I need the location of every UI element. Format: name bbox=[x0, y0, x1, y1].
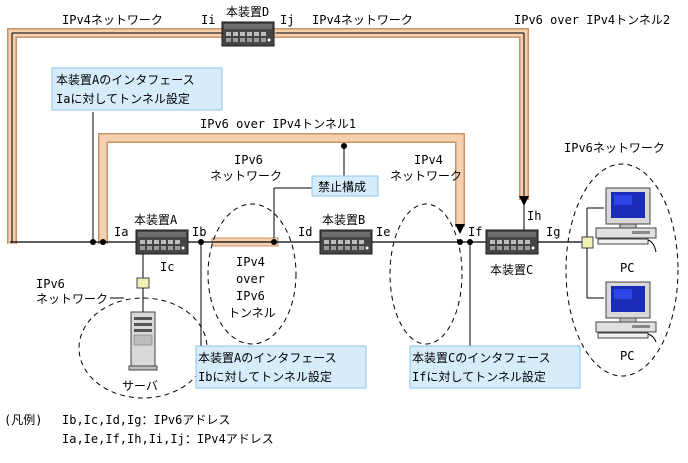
server-icon bbox=[128, 311, 158, 371]
note-if bbox=[409, 345, 581, 389]
note-ib-line2: Ibに対してトンネル設定 bbox=[198, 369, 332, 384]
forbidden-label: 禁止構成 bbox=[318, 180, 366, 194]
device-B-label: 本装置B bbox=[322, 213, 365, 227]
ipv6-network-left-label-1: IPv6 bbox=[36, 277, 65, 291]
tunnel-1-label: IPv6 over IPv4トンネル1 bbox=[200, 117, 356, 131]
iface-If: If bbox=[468, 225, 482, 239]
iface-Ie: Ie bbox=[376, 225, 390, 239]
tunnel-2-label: IPv6 over IPv4トンネル2 bbox=[514, 13, 670, 27]
device-A-label: 本装置A bbox=[134, 213, 178, 227]
ipv4-network-mid-label-1: IPv4 bbox=[414, 153, 443, 167]
ipv4-network-mid bbox=[389, 203, 463, 345]
iface-Ig: Ig bbox=[546, 225, 560, 239]
legend-line2: Ia,Ie,If,Ih,Ii,Ij：IPv4アドレス bbox=[62, 432, 274, 446]
pc-1-label: PC bbox=[620, 261, 634, 275]
note-ib bbox=[195, 345, 367, 389]
tunnel-1 bbox=[99, 134, 464, 244]
tunnel-1-outline bbox=[98, 133, 465, 244]
ipv4-network-left-label: IPv4ネットワーク bbox=[62, 13, 163, 27]
forbidden-box bbox=[311, 175, 379, 197]
inner-tunnel-label-4: トンネル bbox=[228, 306, 276, 320]
note-ia-line2: Iaに対してトンネル設定 bbox=[56, 91, 190, 106]
ipv4-network-right-label: IPv4ネットワーク bbox=[312, 13, 413, 27]
ipv6-network-mid-label-2: ネットワーク bbox=[210, 169, 282, 183]
ipv6-network-left-label-2: ネットワーク bbox=[36, 292, 108, 306]
ipv6-network-mid-label-1: IPv6 bbox=[234, 153, 263, 167]
iface-Ic: Ic bbox=[160, 260, 174, 274]
legend-title: (凡例) bbox=[4, 413, 42, 427]
ipv6-network-right bbox=[565, 163, 679, 377]
server-label: サーバ bbox=[122, 379, 158, 393]
device-A bbox=[135, 229, 189, 255]
tunnel-1-arrow bbox=[455, 224, 465, 234]
device-B bbox=[319, 229, 373, 255]
iface-Ib: Ib bbox=[192, 225, 206, 239]
iface-Ih: Ih bbox=[527, 209, 541, 223]
device-C-label: 本装置C bbox=[490, 263, 533, 277]
note-ia-line1: 本装置Aのインタフェース bbox=[56, 73, 195, 87]
ipv6-hub-right bbox=[581, 236, 594, 249]
device-D-label: 本装置D bbox=[226, 5, 269, 19]
pc-2-label: PC bbox=[620, 349, 634, 363]
ipv6-network-mid bbox=[207, 203, 297, 345]
inner-tunnel-label-1: IPv4 bbox=[236, 255, 265, 269]
note-ib-line1: 本装置Aのインタフェース bbox=[198, 351, 337, 365]
device-C bbox=[485, 229, 539, 255]
legend-line1: Ib,Ic,Id,Ig：IPv6アドレス bbox=[62, 413, 230, 427]
ipv6-network-right-label: IPv6ネットワーク bbox=[564, 141, 665, 155]
ipv4-network-mid-label-2: ネットワーク bbox=[390, 169, 462, 183]
pc-icon-2 bbox=[595, 281, 657, 339]
iface-Ij: Ij bbox=[280, 13, 294, 27]
ipv6-hub-left bbox=[136, 277, 150, 289]
inner-tunnel-label-3: IPv6 bbox=[236, 289, 265, 303]
junction-dot bbox=[271, 239, 277, 245]
pc-icon-1 bbox=[595, 187, 657, 245]
device-D bbox=[221, 21, 275, 47]
iface-Ii: Ii bbox=[201, 13, 215, 27]
note-if-line1: 本装置Cのインタフェース bbox=[412, 351, 551, 365]
junction-dot bbox=[100, 239, 106, 245]
iface-Ia: Ia bbox=[114, 225, 128, 239]
note-if-line2: Ifに対してトンネル設定 bbox=[412, 369, 546, 384]
note-ia bbox=[51, 67, 223, 111]
iface-Id: Id bbox=[298, 225, 312, 239]
inner-tunnel-label-2: over bbox=[236, 272, 265, 286]
